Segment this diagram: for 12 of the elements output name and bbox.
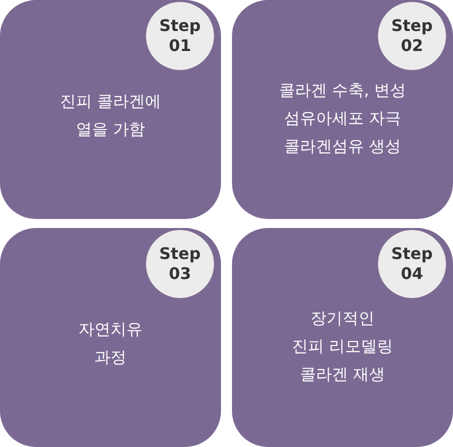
- step-description: 콜라겐 수축, 변성 섬유아세포 자극 콜라겐섬유 생성: [278, 78, 408, 157]
- step-number: Step 01: [158, 16, 202, 56]
- step-number: Step 03: [158, 244, 202, 284]
- step-card: [0, 228, 221, 447]
- step-card: [0, 0, 221, 219]
- step-number: Step 02: [390, 16, 434, 56]
- step-card: [232, 228, 453, 447]
- step-description: 장기적인 진피 리모델링 콜라겐 재생: [290, 306, 394, 385]
- step-card: [232, 0, 453, 219]
- step-number: Step 04: [390, 244, 434, 284]
- step-description: 진피 콜라겐에 열을 가함: [58, 90, 162, 140]
- step-description: 자연치유 과정: [78, 318, 144, 368]
